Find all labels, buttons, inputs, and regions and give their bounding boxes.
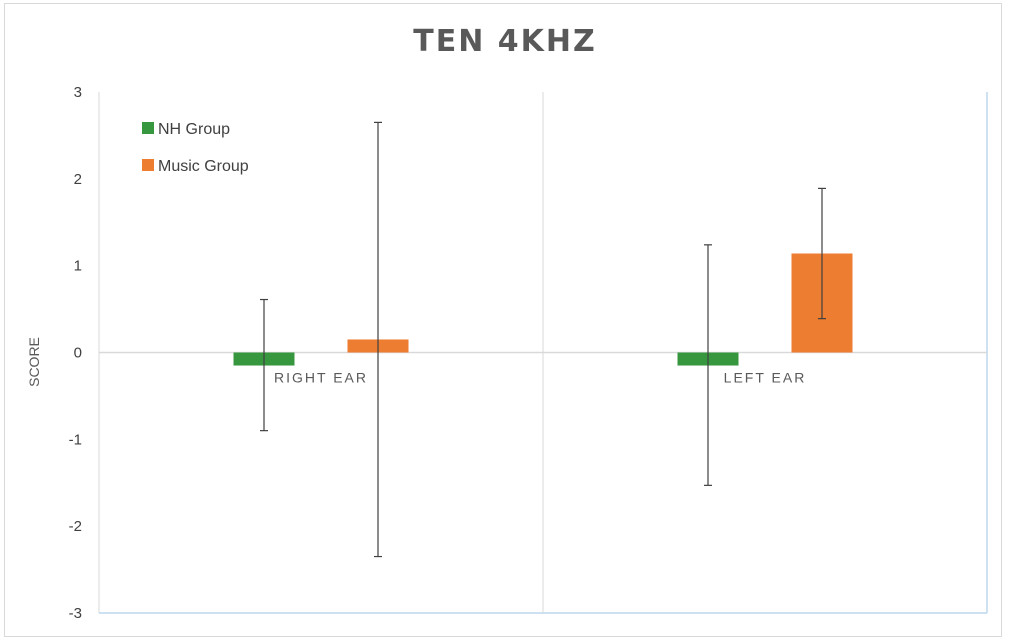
y-tick-label: 0 <box>74 345 82 362</box>
y-tick-label: 3 <box>74 84 82 101</box>
category-label: RIGHT EAR <box>274 370 368 386</box>
y-tick-label: -2 <box>69 518 82 535</box>
category-label: LEFT EAR <box>724 370 807 386</box>
legend-label: Music Group <box>158 158 249 175</box>
legend-swatch <box>142 122 154 134</box>
chart-title: TEN 4KHZ <box>413 24 597 59</box>
y-tick-label: 1 <box>74 258 82 275</box>
y-tick-label: -3 <box>69 605 82 622</box>
legend-swatch <box>142 159 154 171</box>
y-tick-label: 2 <box>74 171 82 188</box>
y-tick-label: -1 <box>69 431 82 448</box>
legend-label: NH Group <box>158 121 230 138</box>
